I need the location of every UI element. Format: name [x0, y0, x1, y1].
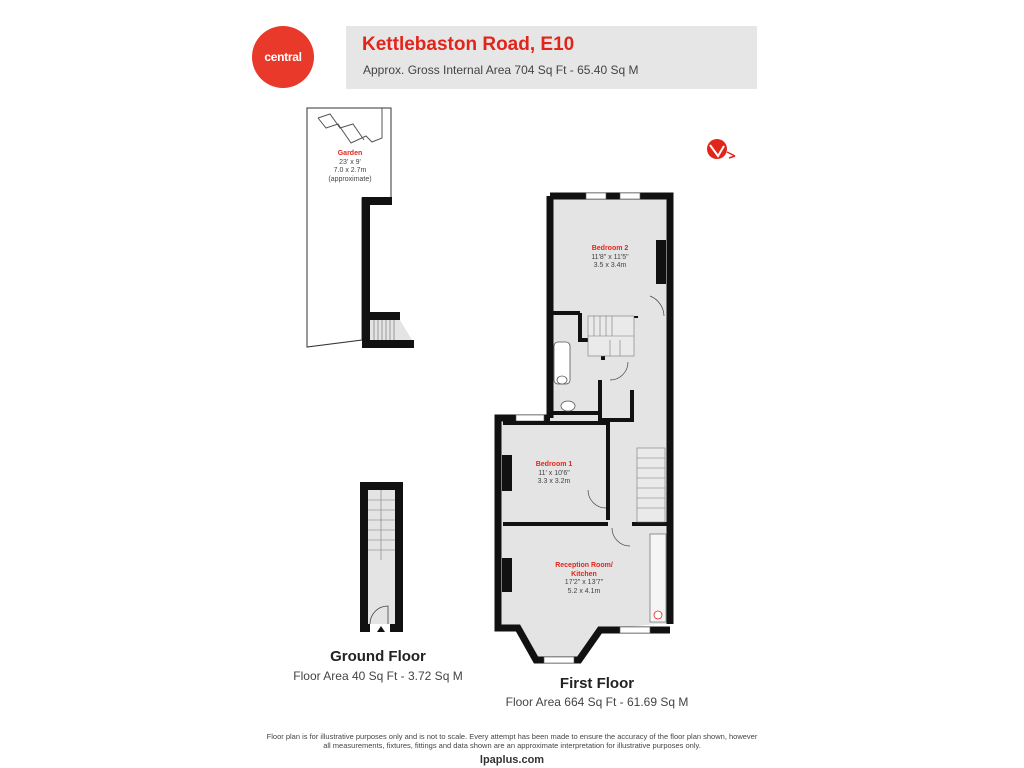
garden-metric: 7.0 x 2.7m [333, 167, 367, 174]
ground-floor-caption: Ground Floor Floor Area 40 Sq Ft - 3.72 … [278, 648, 478, 683]
bedroom1-imperial: 11' x 10'6" [538, 469, 570, 477]
bedroom1-name: Bedroom 1 [535, 461, 573, 468]
header-banner: Kettlebaston Road, E10 Approx. Gross Int… [346, 26, 757, 89]
bedroom2-metric: 3.5 x 3.4m [593, 262, 627, 269]
ground-floor-plan [360, 482, 403, 632]
bedroom1-label: Bedroom 1 11' x 10'6" 3.3 x 3.2m [504, 461, 604, 487]
bedroom2-imperial: 11'8" x 11'5" [591, 253, 629, 261]
bedroom2-label: Bedroom 2 11'8" x 11'5" 3.5 x 3.4m [560, 245, 660, 271]
rear-outbuilding [362, 197, 414, 348]
ground-floor-title: Ground Floor [330, 648, 426, 665]
garden-label: Garden 23' x 9' 7.0 x 2.7m (approximate) [300, 150, 400, 184]
disclaimer-line2: all measurements, fixtures, fittings and… [323, 741, 701, 750]
bedroom2-name: Bedroom 2 [591, 245, 629, 252]
company-logo: central [252, 26, 314, 88]
garden-imperial: 23' x 9' [339, 158, 361, 166]
garden-outline [306, 107, 392, 348]
reception-label: Reception Room/ Kitchen 17'2" x 13'7" 5.… [532, 562, 636, 596]
disclaimer: Floor plan is for illustrative purposes … [150, 732, 874, 750]
garden-note: (approximate) [328, 175, 372, 183]
bedroom1-metric: 3.3 x 3.2m [537, 478, 571, 485]
reception-metric: 5.2 x 4.1m [567, 587, 601, 595]
first-floor-area: Floor Area 664 Sq Ft - 61.69 Sq M [505, 695, 689, 709]
north-compass-icon [707, 139, 736, 159]
gross-area-subtitle: Approx. Gross Internal Area 704 Sq Ft - … [363, 63, 639, 77]
reception-name-line2: Kitchen [571, 570, 597, 578]
ground-floor-area: Floor Area 40 Sq Ft - 3.72 Sq M [293, 669, 463, 683]
disclaimer-line1: Floor plan is for illustrative purposes … [266, 732, 758, 741]
garden-name: Garden [337, 150, 363, 157]
first-floor-caption: First Floor Floor Area 664 Sq Ft - 61.69… [487, 675, 707, 709]
reception-name-line1: Reception Room/ [555, 562, 613, 569]
first-floor-plan [494, 192, 674, 664]
reception-imperial: 17'2" x 13'7" [564, 579, 604, 586]
property-title: Kettlebaston Road, E10 [362, 34, 575, 55]
website-link[interactable]: lpaplus.com [479, 754, 545, 766]
first-floor-title: First Floor [559, 675, 635, 692]
